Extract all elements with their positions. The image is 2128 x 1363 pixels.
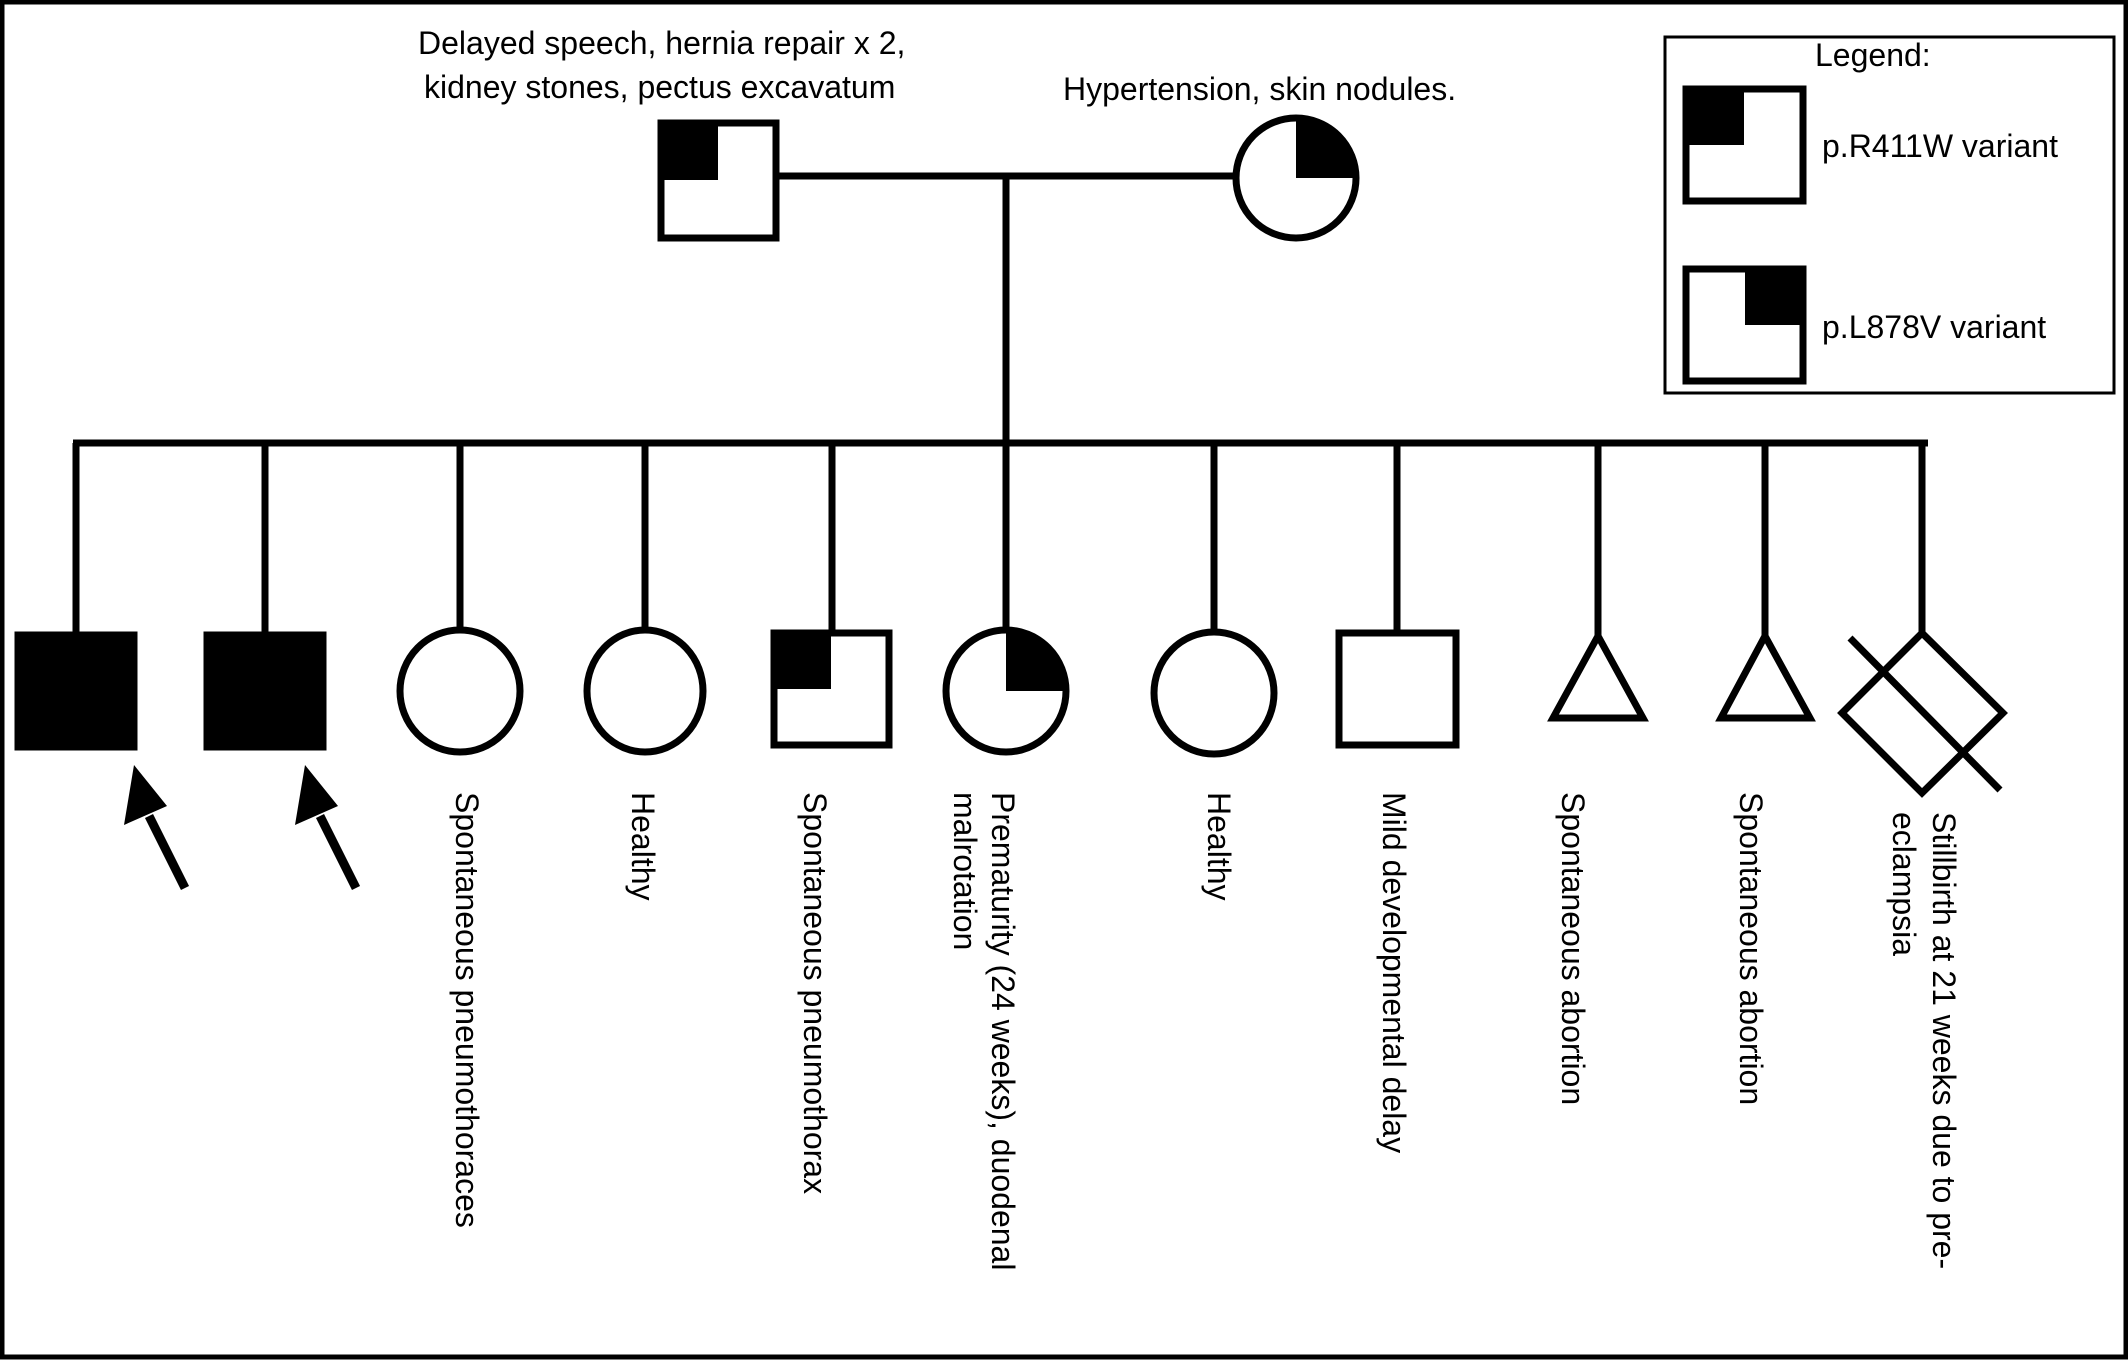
mother-symbol (1232, 114, 1360, 242)
legend-symbol-r411w (1682, 85, 1807, 205)
child-5-male-variant (770, 629, 893, 749)
father-note-line2: kidney stones, pectus excavatum (424, 69, 895, 105)
child-11-stillbirth-diamond (1837, 628, 2008, 798)
mother-note: Hypertension, skin nodules. (1063, 71, 1456, 107)
child-2-affected-male (203, 631, 327, 751)
child-10-abortion-triangle (1715, 628, 1816, 722)
legend-label-l878v: p.L878V variant (1822, 309, 2046, 345)
child-9-abortion-triangle (1547, 628, 1649, 722)
drop-lines (72, 443, 1926, 636)
child-4-label: Healthy (625, 792, 661, 901)
child-4-female (583, 626, 707, 756)
proband-arrow-2 (295, 765, 361, 891)
child-10-label: Spontaneous abortion (1733, 792, 1769, 1105)
legend-title: Legend: (1815, 37, 1931, 73)
child-9-label: Spontaneous abortion (1555, 792, 1591, 1105)
father-symbol (657, 119, 780, 242)
proband-arrow-1 (124, 765, 190, 891)
child-8-male (1335, 629, 1460, 749)
child-11-label-line1: Stillbirth at 21 weeks due to pre- (1926, 812, 1962, 1269)
child-5-label: Spontaneous pneumothorax (797, 792, 833, 1194)
child-3-label: Spontaneous pneumothoraces (449, 792, 485, 1228)
father-note-line1: Delayed speech, hernia repair x 2, (418, 25, 905, 61)
child-1-affected-male (14, 631, 138, 751)
child-8-label: Mild developmental delay (1376, 792, 1412, 1153)
legend-label-r411w: p.R411W variant (1822, 128, 2058, 164)
child-3-female (396, 626, 524, 756)
child-11-label-line2: eclampsia (1886, 812, 1922, 956)
child-7-female (1150, 628, 1278, 758)
child-6-female-variant (942, 626, 1070, 756)
legend-symbol-l878v (1682, 265, 1807, 385)
legend: Legend: p.R411W variant p.L878V variant (1663, 35, 2116, 395)
child-6-label-line1: Prematurity (24 weeks), duodenal (985, 792, 1021, 1270)
child-6-label-line2: malrotation (947, 792, 983, 950)
child-7-label: Healthy (1201, 792, 1237, 901)
